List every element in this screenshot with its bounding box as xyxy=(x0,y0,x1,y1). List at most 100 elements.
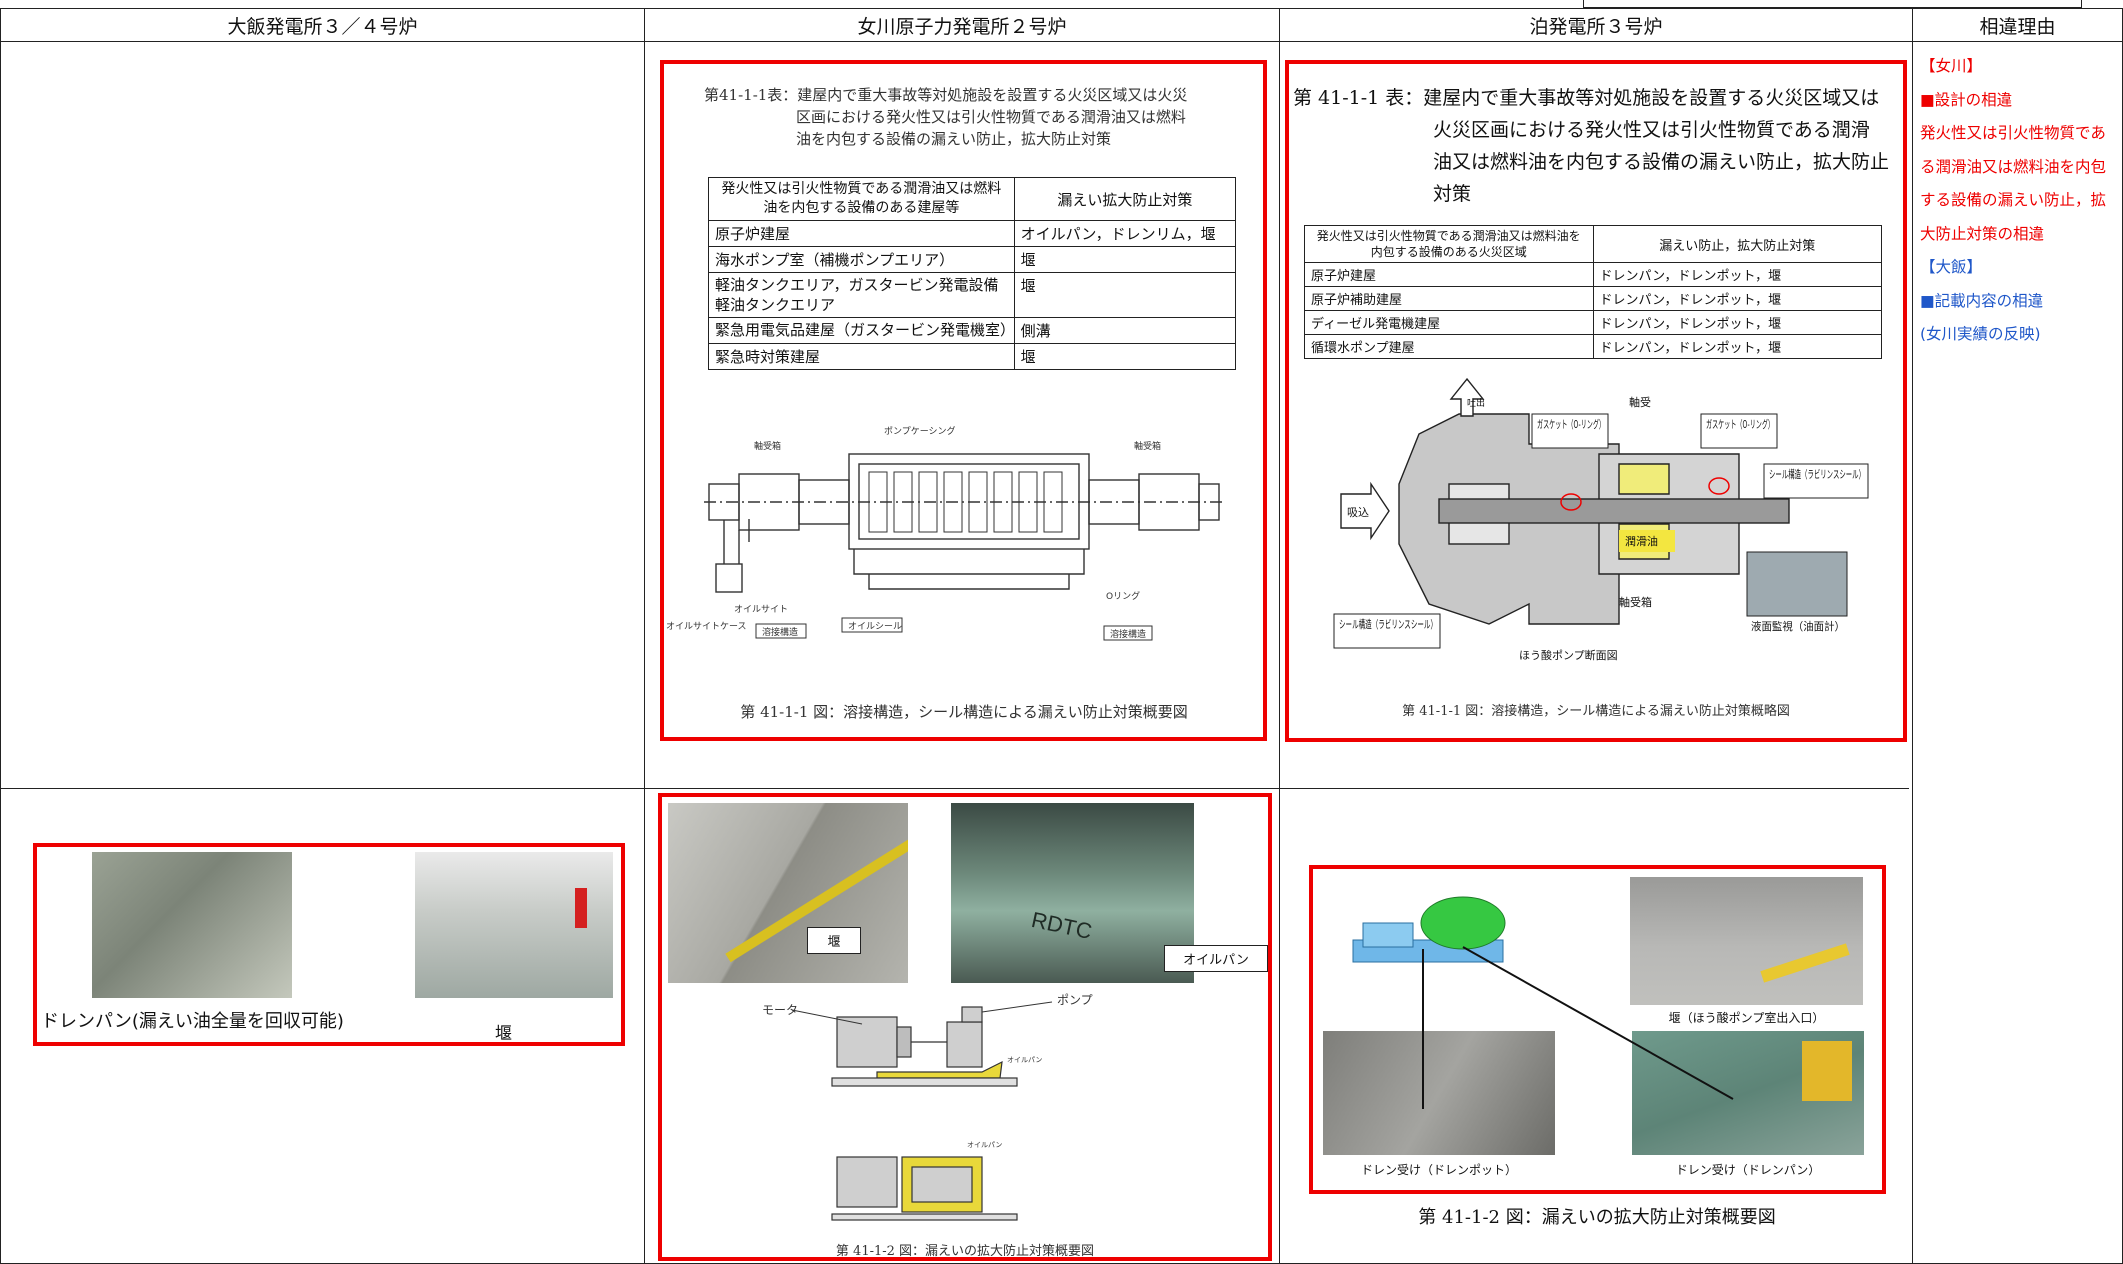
label-oil-sight: オイルサイト xyxy=(734,604,788,615)
cell-measure: 堰 xyxy=(1013,343,1237,370)
table-row: 緊急用電気品建屋（ガスタービン発電機室）側溝 xyxy=(708,317,1237,344)
onagawa-table: 発火性又は引火性物質である潤滑油又は燃料油を内包する設備のある建屋等 漏えい拡大… xyxy=(708,177,1237,370)
tomari-title-l2: 火災区画における発火性又は引火性物質である潤滑 xyxy=(1433,119,1870,141)
tomari-fig1-caption: 第 41-1-1 図：溶接構造，シール構造による漏えい防止対策概略図 xyxy=(1402,704,1790,719)
onagawa-title-l2: 区画における発火性又は引火性物質である潤滑油又は燃料 xyxy=(796,108,1186,126)
label-weld-left: 溶接構造 xyxy=(762,626,798,638)
tomari-leader-lines xyxy=(1422,946,1734,1109)
diagram-pump-label: ポンプ xyxy=(1057,993,1093,1007)
tomari-table-figure-box: 第 41-1-1 表：建屋内で重大事故等対処施設を設置する火災区域又は 火災区画… xyxy=(1285,60,1907,742)
tomari-title-l1: 第 41-1-1 表：建屋内で重大事故等対処施設を設置する火災区域又は xyxy=(1293,87,1880,109)
tomari-pot-photo xyxy=(1323,1031,1555,1155)
tomari-pump-section-drawing: 吐出 吸込 ガスケット（O-リング） 軸受 ガスケット（O-リング） シール構造… xyxy=(1333,377,1869,662)
ohi-weir-photo xyxy=(415,852,613,998)
table-row: ディーゼル発電機建屋ドレンパン，ドレンポット，堰 xyxy=(1304,310,1882,335)
difference-reason: 【女川】 ■設計の相違 発火性又は引火性物質である潤滑油又は燃料油を内包する設備… xyxy=(1920,50,2116,352)
reason-content-diff: ■記載内容の相違 xyxy=(1920,291,2044,310)
tomari-weir-photo xyxy=(1630,877,1863,1005)
onagawa-table-figure-box: 第41-1-1表：建屋内で重大事故等対処施設を設置する火災区域又は火災 区画にお… xyxy=(660,60,1267,741)
onagawa-pump-photo: RDTC xyxy=(951,803,1194,983)
onagawa-photos-box: 堰 RDTC オイルパン モータ ポンプ オイルパン オイルパン 第 41-1-… xyxy=(658,793,1272,1261)
onagawa-weir-label: 堰 xyxy=(807,927,861,954)
label-gasket-2: ガスケット（O-リング） xyxy=(1706,417,1774,431)
cell-building: 海水ポンプ室（補機ポンプエリア） xyxy=(708,246,1015,273)
onagawa-pump-drawing: ポンプケーシング 軸受箱 軸受箱 オイルサイトケース オイルサイト Oリング 溶… xyxy=(666,425,1224,641)
onagawa-col-b-header: 漏えい拡大防止対策 xyxy=(1013,177,1237,221)
label-gasket-1: ガスケット（O-リング） xyxy=(1537,417,1605,431)
cell-building: 緊急用電気品建屋（ガスタービン発電機室） xyxy=(708,317,1015,344)
label-bearing: 軸受 xyxy=(1629,395,1651,409)
diagram-motor-label: モータ xyxy=(762,1003,798,1017)
label-weld-right: 溶接構造 xyxy=(1110,628,1146,640)
onagawa-oilpan-label: オイルパン xyxy=(1164,945,1268,972)
label-oring: Oリング xyxy=(1106,590,1140,602)
label-bearing-box: 軸受箱 xyxy=(1619,595,1652,609)
label-seal-left: シール構造（ラビリンスシール） xyxy=(1339,617,1437,631)
ohi-pump-photo xyxy=(92,852,292,998)
tomari-pan-photo xyxy=(1632,1031,1864,1155)
label-oil-sight-case: オイルサイトケース xyxy=(666,621,747,632)
label-section-title: ほう酸ポンプ断面図 xyxy=(1519,648,1618,662)
tomari-photos-box: 堰（ほう酸ポンプ室出入口） ドレン受け（ドレンポット） ドレン受け（ドレンパン） xyxy=(1309,865,1886,1194)
label-bearing-right: 軸受箱 xyxy=(1134,440,1161,452)
cell-measure: ドレンパン，ドレンポット，堰 xyxy=(1592,334,1882,359)
cell-building: 原子炉建屋 xyxy=(708,220,1015,247)
reason-ohi-tag: 【大飯】 xyxy=(1920,258,1983,276)
onagawa-title-l3: 油を内包する設備の漏えい防止，拡大防止対策 xyxy=(796,130,1112,148)
label-bearing-left: 軸受箱 xyxy=(754,440,781,452)
tomari-table: 発火性又は引火性物質である潤滑油又は燃料油を内包する設備のある火災区域 漏えい防… xyxy=(1304,225,1882,359)
cell-building: 原子炉補助建屋 xyxy=(1304,286,1594,311)
onagawa-oilpan-diagram: モータ ポンプ オイルパン オイルパン xyxy=(762,993,1093,1221)
reason-design-diff: ■設計の相違 xyxy=(1920,90,2013,109)
ohi-weir-label: 堰 xyxy=(495,1024,512,1044)
cell-measure: 堰 xyxy=(1013,246,1237,273)
label-seal-right: シール構造（ラビリンスシール） xyxy=(1769,467,1865,481)
label-suction: 吸込 xyxy=(1347,506,1369,519)
label-oil-seal: オイルシール xyxy=(848,621,902,632)
onagawa-fig1-caption: 第 41-1-1 図：溶接構造，シール構造による漏えい防止対策概要図 xyxy=(740,703,1188,721)
cell-measure: ドレンパン，ドレンポット，堰 xyxy=(1592,262,1882,287)
diagram-oilpan-label: オイルパン xyxy=(1007,1056,1042,1064)
table-row: 緊急時対策建屋堰 xyxy=(708,343,1237,370)
header-reason: 相違理由 xyxy=(1912,8,2123,42)
table-row: 循環水ポンプ建屋ドレンパン，ドレンポット，堰 xyxy=(1304,334,1882,359)
label-lube-oil: 潤滑油 xyxy=(1625,534,1658,548)
reason-design-detail: 発火性又は引火性物質である潤滑油又は燃料油を内包する設備の漏えい防止，拡大防止対… xyxy=(1920,124,2107,243)
onagawa-col-a-header: 発火性又は引火性物質である潤滑油又は燃料油を内包する設備のある建屋等 xyxy=(708,177,1015,221)
tomari-fig2-caption: 第 41-1-2 図：漏えいの拡大防止対策概要図 xyxy=(1418,1207,1776,1228)
tomari-pump-illustration xyxy=(1352,896,1506,963)
column-ohi xyxy=(0,41,645,1264)
cell-building: 循環水ポンプ建屋 xyxy=(1304,334,1594,359)
cell-measure: ドレンパン，ドレンポット，堰 xyxy=(1592,286,1882,311)
table-row: 原子炉建屋ドレンパン，ドレンポット，堰 xyxy=(1304,262,1882,287)
table-row: 原子炉補助建屋ドレンパン，ドレンポット，堰 xyxy=(1304,286,1882,311)
cutoff-box xyxy=(1583,0,2082,8)
ohi-photos-box: ドレンパン(漏えい油全量を回収可能) 堰 xyxy=(33,843,625,1046)
tomari-pot-label: ドレン受け（ドレンポット） xyxy=(1360,1163,1517,1177)
table-row: 軽油タンクエリア，ガスタービン発電設備軽油タンクエリア堰 xyxy=(708,272,1237,318)
reason-content-detail: (女川実績の反映) xyxy=(1920,325,2041,343)
diagram-oilpan-label-2: オイルパン xyxy=(967,1141,1002,1149)
ohi-pan-label: ドレンパン(漏えい油全量を回収可能) xyxy=(41,1011,344,1032)
tomari-col-b-header: 漏えい防止，拡大防止対策 xyxy=(1592,225,1882,263)
tomari-col-a-header: 発火性又は引火性物質である潤滑油又は燃料油を内包する設備のある火災区域 xyxy=(1304,225,1594,263)
header-ohi: 大飯発電所３／４号炉 xyxy=(0,8,645,42)
tomari-title-l3: 油又は燃料油を内包する設備の漏えい防止，拡大防止 xyxy=(1433,151,1890,173)
tomari-pan-label: ドレン受け（ドレンパン） xyxy=(1675,1163,1821,1177)
label-casing: ポンプケーシング xyxy=(884,425,956,437)
cell-building: ディーゼル発電機建屋 xyxy=(1304,310,1594,335)
cell-measure: ドレンパン，ドレンポット，堰 xyxy=(1592,310,1882,335)
header-tomari: 泊発電所３号炉 xyxy=(1279,8,1913,42)
header-onagawa: 女川原子力発電所２号炉 xyxy=(644,8,1280,42)
onagawa-title-l1: 第41-1-1表：建屋内で重大事故等対処施設を設置する火災区域又は火災 xyxy=(704,86,1188,104)
cell-building: 軽油タンクエリア，ガスタービン発電設備軽油タンクエリア xyxy=(708,272,1015,318)
onagawa-fig2-caption: 第 41-1-2 図：漏えいの拡大防止対策概要図 xyxy=(835,1244,1095,1259)
tomari-weir-label: 堰（ほう酸ポンプ室出入口） xyxy=(1668,1011,1825,1025)
cell-building: 緊急時対策建屋 xyxy=(708,343,1015,370)
onagawa-table-title: 第41-1-1表：建屋内で重大事故等対処施設を設置する火災区域又は火災 区画にお… xyxy=(704,84,1244,150)
table-row: 原子炉建屋オイルパン，ドレンリム，堰 xyxy=(708,220,1237,247)
table-row: 海水ポンプ室（補機ポンプエリア）堰 xyxy=(708,246,1237,273)
label-level-monitor: 液面監視（油面計） xyxy=(1751,619,1845,633)
cell-measure: 側溝 xyxy=(1013,317,1237,344)
label-discharge: 吐出 xyxy=(1467,397,1485,409)
